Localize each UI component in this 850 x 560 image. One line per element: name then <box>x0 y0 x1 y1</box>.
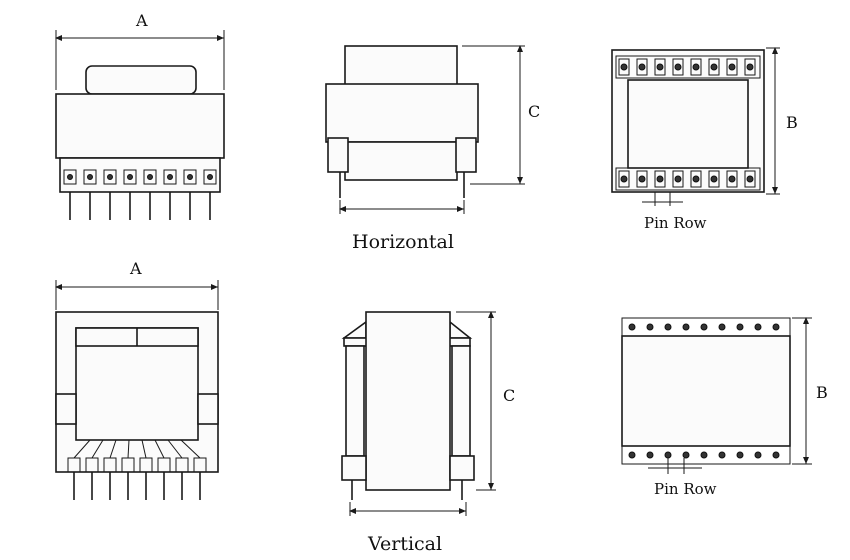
pin-pad <box>636 58 648 76</box>
pin-hole <box>772 451 780 459</box>
pin-hole <box>718 323 726 331</box>
lead-wire <box>167 439 183 459</box>
pin-hole <box>638 175 646 183</box>
pin-hole <box>664 323 672 331</box>
pin-hole <box>700 451 708 459</box>
terminal-hole <box>67 174 73 180</box>
terminal-hole <box>107 174 113 180</box>
pin-hole <box>728 63 736 71</box>
lead-wire <box>141 439 147 459</box>
pin-hole <box>710 63 718 71</box>
terminal-block <box>83 169 97 185</box>
pin-hole <box>674 63 682 71</box>
lead-wire <box>73 439 91 459</box>
terminal-hole <box>187 174 193 180</box>
pin-hole <box>746 175 754 183</box>
pin-hole <box>646 451 654 459</box>
pin-hole <box>682 323 690 331</box>
pin-hole <box>754 323 762 331</box>
pin-hole <box>656 63 664 71</box>
horizontal-bottom-view: B Pin Row <box>611 47 798 232</box>
vertical-bottom-view: B Pin Row <box>621 317 828 498</box>
pin-strip <box>615 55 761 79</box>
pin-pad <box>690 58 702 76</box>
pin-hole <box>692 175 700 183</box>
pin-pad <box>744 58 756 76</box>
terminal-hole <box>207 174 213 180</box>
pin-hole <box>628 323 636 331</box>
dim-b-label: B <box>786 113 798 132</box>
pin-hole <box>700 323 708 331</box>
terminal-block <box>63 169 77 185</box>
pin-row-label: Pin Row <box>644 214 707 232</box>
terminal-block <box>203 169 217 185</box>
pin-hole <box>646 323 654 331</box>
pin-pad <box>672 58 684 76</box>
terminal-block <box>183 169 197 185</box>
pin-strip <box>615 167 761 191</box>
pin-hole <box>656 175 664 183</box>
lead-wire <box>180 439 201 459</box>
lead-wire <box>154 439 165 459</box>
pin-strip <box>621 445 791 465</box>
pin-pad <box>618 170 630 188</box>
pin-hole <box>746 63 754 71</box>
dim-a-label-bottom: A <box>129 259 142 278</box>
dim-c-label-bottom: C <box>503 386 515 405</box>
pin-row-label-bottom: Pin Row <box>654 480 717 498</box>
pin-pad <box>654 170 666 188</box>
pin-hole <box>682 451 690 459</box>
vertical-side-view: C Vertical <box>341 311 515 555</box>
pin-hole <box>754 451 762 459</box>
pin-hole <box>638 63 646 71</box>
horizontal-side-view: C Horizontal <box>325 45 540 253</box>
dim-b-label-bottom: B <box>816 383 828 402</box>
lead-wire <box>91 439 104 459</box>
lead-wire <box>127 439 130 459</box>
terminal-hole <box>127 174 133 180</box>
pin-pad <box>726 170 738 188</box>
pin-pad <box>672 170 684 188</box>
pin-pad <box>708 58 720 76</box>
terminal-block <box>123 169 137 185</box>
dim-c-label: C <box>528 102 540 121</box>
pin-hole <box>710 175 718 183</box>
pin-hole <box>736 451 744 459</box>
pin-hole <box>664 451 672 459</box>
dim-a-label: A <box>135 11 148 30</box>
pin-hole <box>628 451 636 459</box>
pin-pad <box>690 170 702 188</box>
vertical-front-view: A <box>55 259 219 500</box>
pin-hole <box>620 175 628 183</box>
pin-hole <box>692 63 700 71</box>
caption-horizontal: Horizontal <box>352 231 454 253</box>
pin-hole <box>728 175 736 183</box>
terminal-block <box>143 169 157 185</box>
terminal-hole <box>87 174 93 180</box>
horizontal-front-view: A <box>55 11 225 220</box>
pin-hole <box>674 175 682 183</box>
pin-pad <box>708 170 720 188</box>
terminal-block <box>163 169 177 185</box>
pin-pad <box>726 58 738 76</box>
pin-hole <box>620 63 628 71</box>
terminal-hole <box>147 174 153 180</box>
pin-hole <box>718 451 726 459</box>
pin-hole <box>772 323 780 331</box>
pin-strip <box>621 317 791 337</box>
lead-wire <box>109 439 117 459</box>
pin-pad <box>636 170 648 188</box>
pin-hole <box>736 323 744 331</box>
caption-vertical: Vertical <box>367 533 442 555</box>
terminal-hole <box>167 174 173 180</box>
pin-pad <box>654 58 666 76</box>
terminal-block <box>103 169 117 185</box>
pin-pad <box>618 58 630 76</box>
pin-pad <box>744 170 756 188</box>
